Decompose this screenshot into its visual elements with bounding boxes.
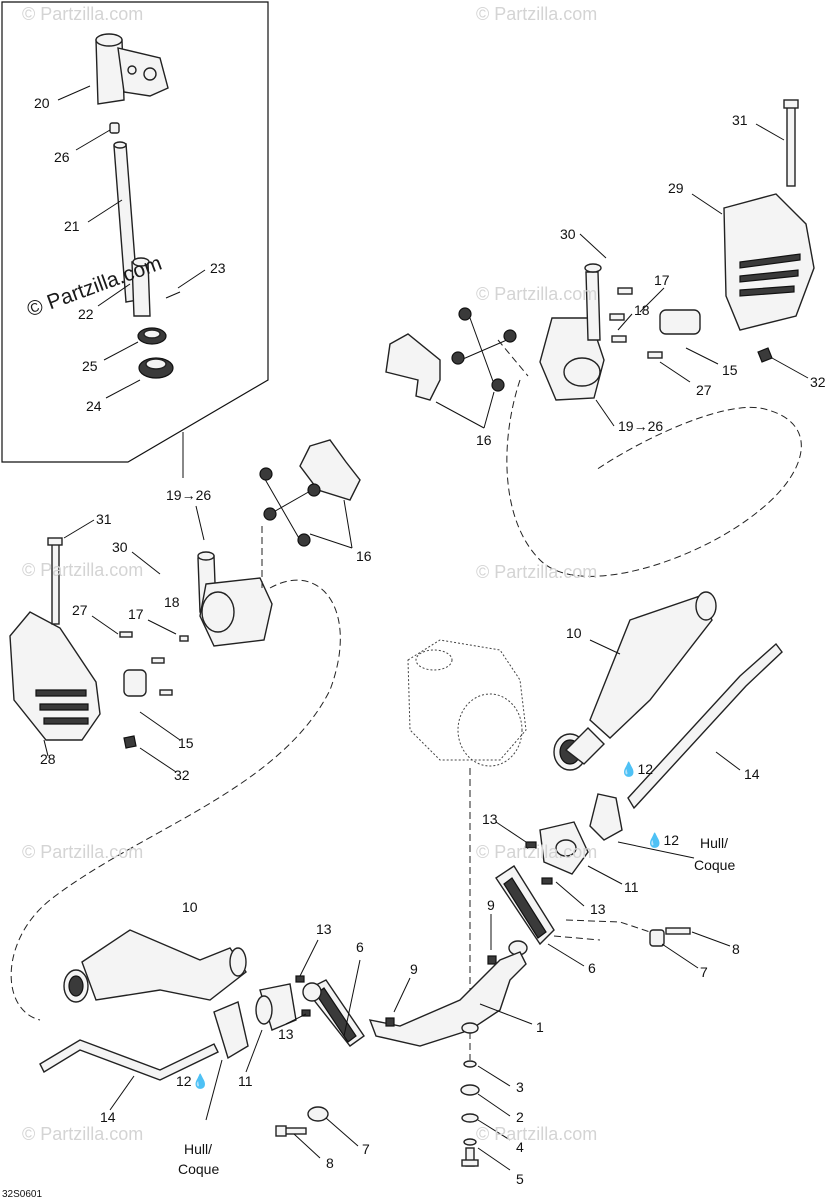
- diagram-id: 32S0601: [2, 1189, 43, 1200]
- watermark: © Partzilla.com: [22, 1124, 144, 1144]
- callout-16: 16: [476, 432, 492, 448]
- callout-27: 27: [72, 602, 88, 618]
- callout-10: 10: [566, 625, 582, 641]
- watermark: © Partzilla.com: [476, 1124, 598, 1144]
- callout-25: 25: [82, 358, 98, 374]
- steering-plate-left: [119, 551, 273, 697]
- callout-16: 16: [356, 548, 372, 564]
- leader-lines: [43, 85, 809, 1171]
- callout-7: 7: [362, 1141, 370, 1157]
- callout-19-26: 19→26: [618, 418, 664, 434]
- callout-15: 15: [722, 362, 738, 378]
- coque-label: Coque: [694, 857, 736, 873]
- callout-22: 22: [78, 306, 94, 322]
- callout-1: 1: [536, 1019, 544, 1035]
- callout-29: 29: [668, 180, 684, 196]
- inlet-flange-right: [525, 793, 623, 885]
- linkage-left: [259, 439, 361, 547]
- inset-frame: [1, 1, 269, 463]
- callout-15: 15: [178, 735, 194, 751]
- callout-12: 12💧: [176, 1073, 210, 1089]
- outlet-hose-right: [553, 591, 783, 810]
- callout-18: 18: [634, 302, 650, 318]
- watermark: © Partzilla.com: [476, 562, 598, 582]
- steering-arm-left: [302, 979, 365, 1047]
- nozzle-cover-left: [9, 537, 137, 749]
- nozzle-cover-right: [723, 99, 815, 363]
- watermark: © Partzilla.com: [22, 560, 144, 580]
- callout-14: 14: [744, 766, 760, 782]
- watermark: © Partzilla.com: [476, 4, 598, 24]
- callout-11: 11: [624, 879, 639, 895]
- callout-6: 6: [356, 939, 364, 955]
- callout-27: 27: [696, 382, 712, 398]
- callout-8: 8: [326, 1155, 334, 1171]
- watermark: © Partzilla.com: [22, 842, 144, 862]
- callout-23: 23: [210, 260, 226, 276]
- callout-32: 32: [810, 374, 826, 390]
- callout-6: 6: [588, 960, 596, 976]
- callout-32: 32: [174, 767, 190, 783]
- callout-31: 31: [96, 511, 112, 527]
- callout-9: 9: [410, 961, 418, 977]
- bushing-bolt-left: [275, 1106, 329, 1137]
- callout-13: 13: [278, 1026, 294, 1042]
- callout-2: 2: [516, 1109, 524, 1125]
- steering-stem-assembly: [95, 33, 181, 379]
- watermark: © Partzilla.com: [476, 284, 598, 304]
- hull-label: Hull/: [184, 1141, 213, 1157]
- callout-31: 31: [732, 112, 748, 128]
- jet-pump-outline: [407, 639, 527, 767]
- callout-5: 5: [516, 1171, 524, 1187]
- callout-17: 17: [654, 272, 670, 288]
- right-link-path: [506, 379, 802, 577]
- callout-24: 24: [86, 398, 102, 414]
- callout-30: 30: [560, 226, 576, 242]
- left-link-path: [10, 579, 341, 1021]
- callout-26: 26: [54, 149, 70, 165]
- callout-13: 13: [482, 811, 498, 827]
- callout-30: 30: [112, 539, 128, 555]
- callout-4: 4: [516, 1139, 524, 1155]
- callout-9: 9: [487, 897, 495, 913]
- callout-28: 28: [40, 751, 56, 767]
- callout-12: 💧12: [620, 761, 654, 777]
- callout-13: 13: [316, 921, 332, 937]
- callout-7: 7: [700, 964, 708, 980]
- watermark: © Partzilla.com: [476, 842, 598, 862]
- inlet-flange-left: [255, 975, 311, 1031]
- callout-3: 3: [516, 1079, 524, 1095]
- steering-bracket: [368, 951, 527, 1167]
- coque-label: Coque: [178, 1161, 220, 1177]
- callout-8: 8: [732, 941, 740, 957]
- hull-label: Hull/: [700, 835, 729, 851]
- callout-11: 11: [238, 1073, 253, 1089]
- outlet-hose-left: [39, 929, 249, 1081]
- callout-12: 💧12: [646, 832, 680, 848]
- steering-plate-right: [539, 263, 701, 401]
- callout-10: 10: [182, 899, 198, 915]
- linkage-right: [385, 307, 517, 401]
- callout-14: 14: [100, 1109, 116, 1125]
- callout-17: 17: [128, 606, 144, 622]
- steering-arm-right: [487, 865, 691, 965]
- callout-21: 21: [64, 218, 80, 234]
- callout-20: 20: [34, 95, 50, 111]
- callout-19-26: 19→26: [166, 487, 212, 503]
- watermark: © Partzilla.com: [22, 4, 144, 24]
- callout-18: 18: [164, 594, 180, 610]
- callout-13: 13: [590, 901, 606, 917]
